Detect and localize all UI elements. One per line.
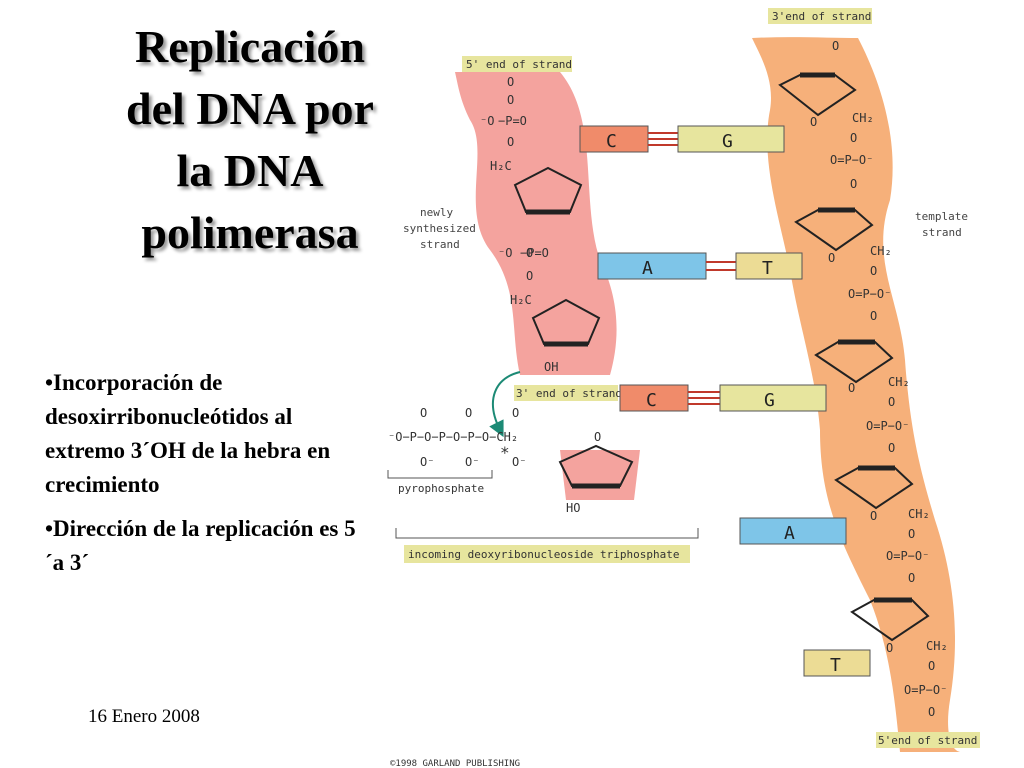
- chem-o: O: [420, 406, 427, 420]
- chem-oh: OH: [544, 360, 558, 374]
- label-5-end-top: 5' end of strand: [466, 58, 572, 71]
- chem-ch2: CH₂: [888, 375, 910, 389]
- base-g-box: [719, 384, 827, 412]
- chem-o: O: [928, 705, 935, 719]
- chem-ho: HO: [566, 501, 580, 515]
- label-newly-synthesized: newly synthesized strand: [403, 206, 482, 251]
- chem-o: O: [507, 135, 514, 149]
- chem-o: O: [848, 381, 855, 395]
- base-a: A: [642, 258, 653, 279]
- chem-o-p-o: O=P−O⁻: [866, 419, 909, 433]
- chem-o: O: [928, 659, 935, 673]
- copyright: ©1998 GARLAND PUBLISHING: [390, 759, 520, 768]
- label-3-end-mid: 3' end of strand: [516, 387, 622, 400]
- chem-o: O: [526, 246, 533, 260]
- slide-title: Replicación del DNA por la DNA polimeras…: [100, 16, 400, 264]
- base-t: T: [830, 655, 841, 676]
- title-line-1: Replicación: [135, 21, 365, 72]
- chem-o: O: [908, 527, 915, 541]
- chem-o: O: [512, 406, 519, 420]
- bullet-item: •Incorporación de desoxirribonucleótidos…: [45, 370, 331, 497]
- base-a: A: [784, 523, 795, 544]
- chem-o: O: [908, 571, 915, 585]
- chem-o: O: [507, 93, 514, 107]
- base-t: T: [762, 258, 773, 279]
- sugar-ring: [814, 341, 894, 384]
- base-t-box: [803, 649, 871, 677]
- base-g: G: [764, 390, 775, 411]
- label-pyrophosphate: pyrophosphate: [398, 482, 484, 495]
- chem-o-p-o: O=P−O⁻: [886, 549, 929, 563]
- chem-o: O: [886, 641, 893, 655]
- label-incoming: incoming deoxyribonucleoside triphosphat…: [408, 548, 680, 561]
- base-c-box: [579, 125, 649, 153]
- chem-ch2: CH₂: [852, 111, 874, 125]
- bullet-item: •Dirección de la replicación es 5´a 3´: [45, 516, 356, 575]
- template-strand-backbone: [752, 37, 960, 753]
- base-a-box: [597, 252, 707, 280]
- pyrophosphate-bracket: [387, 470, 493, 479]
- sugar-ring: [794, 209, 874, 252]
- chem-triphosphate: ⁻O−P−O−P−O−P−O−CH₂: [388, 430, 518, 444]
- chem-oneg: ⁻O: [498, 246, 512, 260]
- incoming-bracket: [395, 528, 699, 539]
- chem-o: O: [850, 177, 857, 191]
- chem-ominus: O⁻: [465, 455, 479, 469]
- sugar-ring: [850, 599, 930, 642]
- base-t-box: [735, 252, 803, 280]
- sugar-ring: [531, 298, 601, 345]
- sugar-ring: [558, 444, 634, 487]
- attack-arrow: [489, 371, 521, 438]
- chem-oneg: ⁻O: [480, 114, 494, 128]
- chem-h2c: H₂C: [490, 159, 512, 173]
- chem-o: O: [888, 441, 895, 455]
- chem-o: O: [888, 395, 895, 409]
- chem-o: O: [850, 131, 857, 145]
- chem-o: O: [870, 509, 877, 523]
- base-g: G: [722, 131, 733, 152]
- chem-o-p-o: O=P−O⁻: [830, 153, 873, 167]
- chem-p-o: −P=O: [520, 246, 549, 260]
- chem-o: O: [507, 75, 514, 89]
- chem-o: O: [870, 309, 877, 323]
- sugar-ring: [778, 74, 857, 117]
- label-template-strand: template strand: [915, 210, 975, 239]
- bullet-list: •Incorporación de desoxirribonucleótidos…: [45, 366, 365, 590]
- chem-h2c: H₂C: [510, 293, 532, 307]
- chem-p-o: −P=O: [498, 114, 527, 128]
- chem-o: O: [526, 269, 533, 283]
- chem-ominus: O⁻: [420, 455, 434, 469]
- sugar-ring: [513, 166, 583, 213]
- chem-ch2: CH₂: [926, 639, 948, 653]
- chem-o: O: [828, 251, 835, 265]
- label-3-end-top: 3'end of strand: [772, 10, 871, 23]
- chem-ch2: CH₂: [908, 507, 930, 521]
- chem-o-p-o: O=P−O⁻: [904, 683, 947, 697]
- label-5-end-bottom: 5'end of strand: [878, 734, 977, 747]
- new-strand-backbone: [455, 72, 617, 375]
- chem-o: O: [465, 406, 472, 420]
- footer-date: 16 Enero 2008: [88, 706, 200, 727]
- chem-ominus: O⁻: [512, 455, 526, 469]
- title-line-4: polimerasa: [141, 207, 359, 258]
- chem-o-p-o: O=P−O⁻: [848, 287, 891, 301]
- base-c: C: [646, 390, 657, 411]
- sugar-ring: [834, 467, 914, 510]
- base-a-box: [739, 517, 847, 545]
- base-g-box: [677, 125, 785, 153]
- title-line-2: del DNA por: [126, 83, 374, 134]
- chem-o: O: [810, 115, 817, 129]
- chem-o: O: [832, 39, 839, 53]
- title-line-3: la DNA: [176, 145, 324, 196]
- chem-o: O: [870, 264, 877, 278]
- chem-o: O: [594, 430, 601, 444]
- chem-ch2: CH₂: [870, 244, 892, 258]
- chem-star: *: [500, 443, 510, 462]
- base-c: C: [606, 131, 617, 152]
